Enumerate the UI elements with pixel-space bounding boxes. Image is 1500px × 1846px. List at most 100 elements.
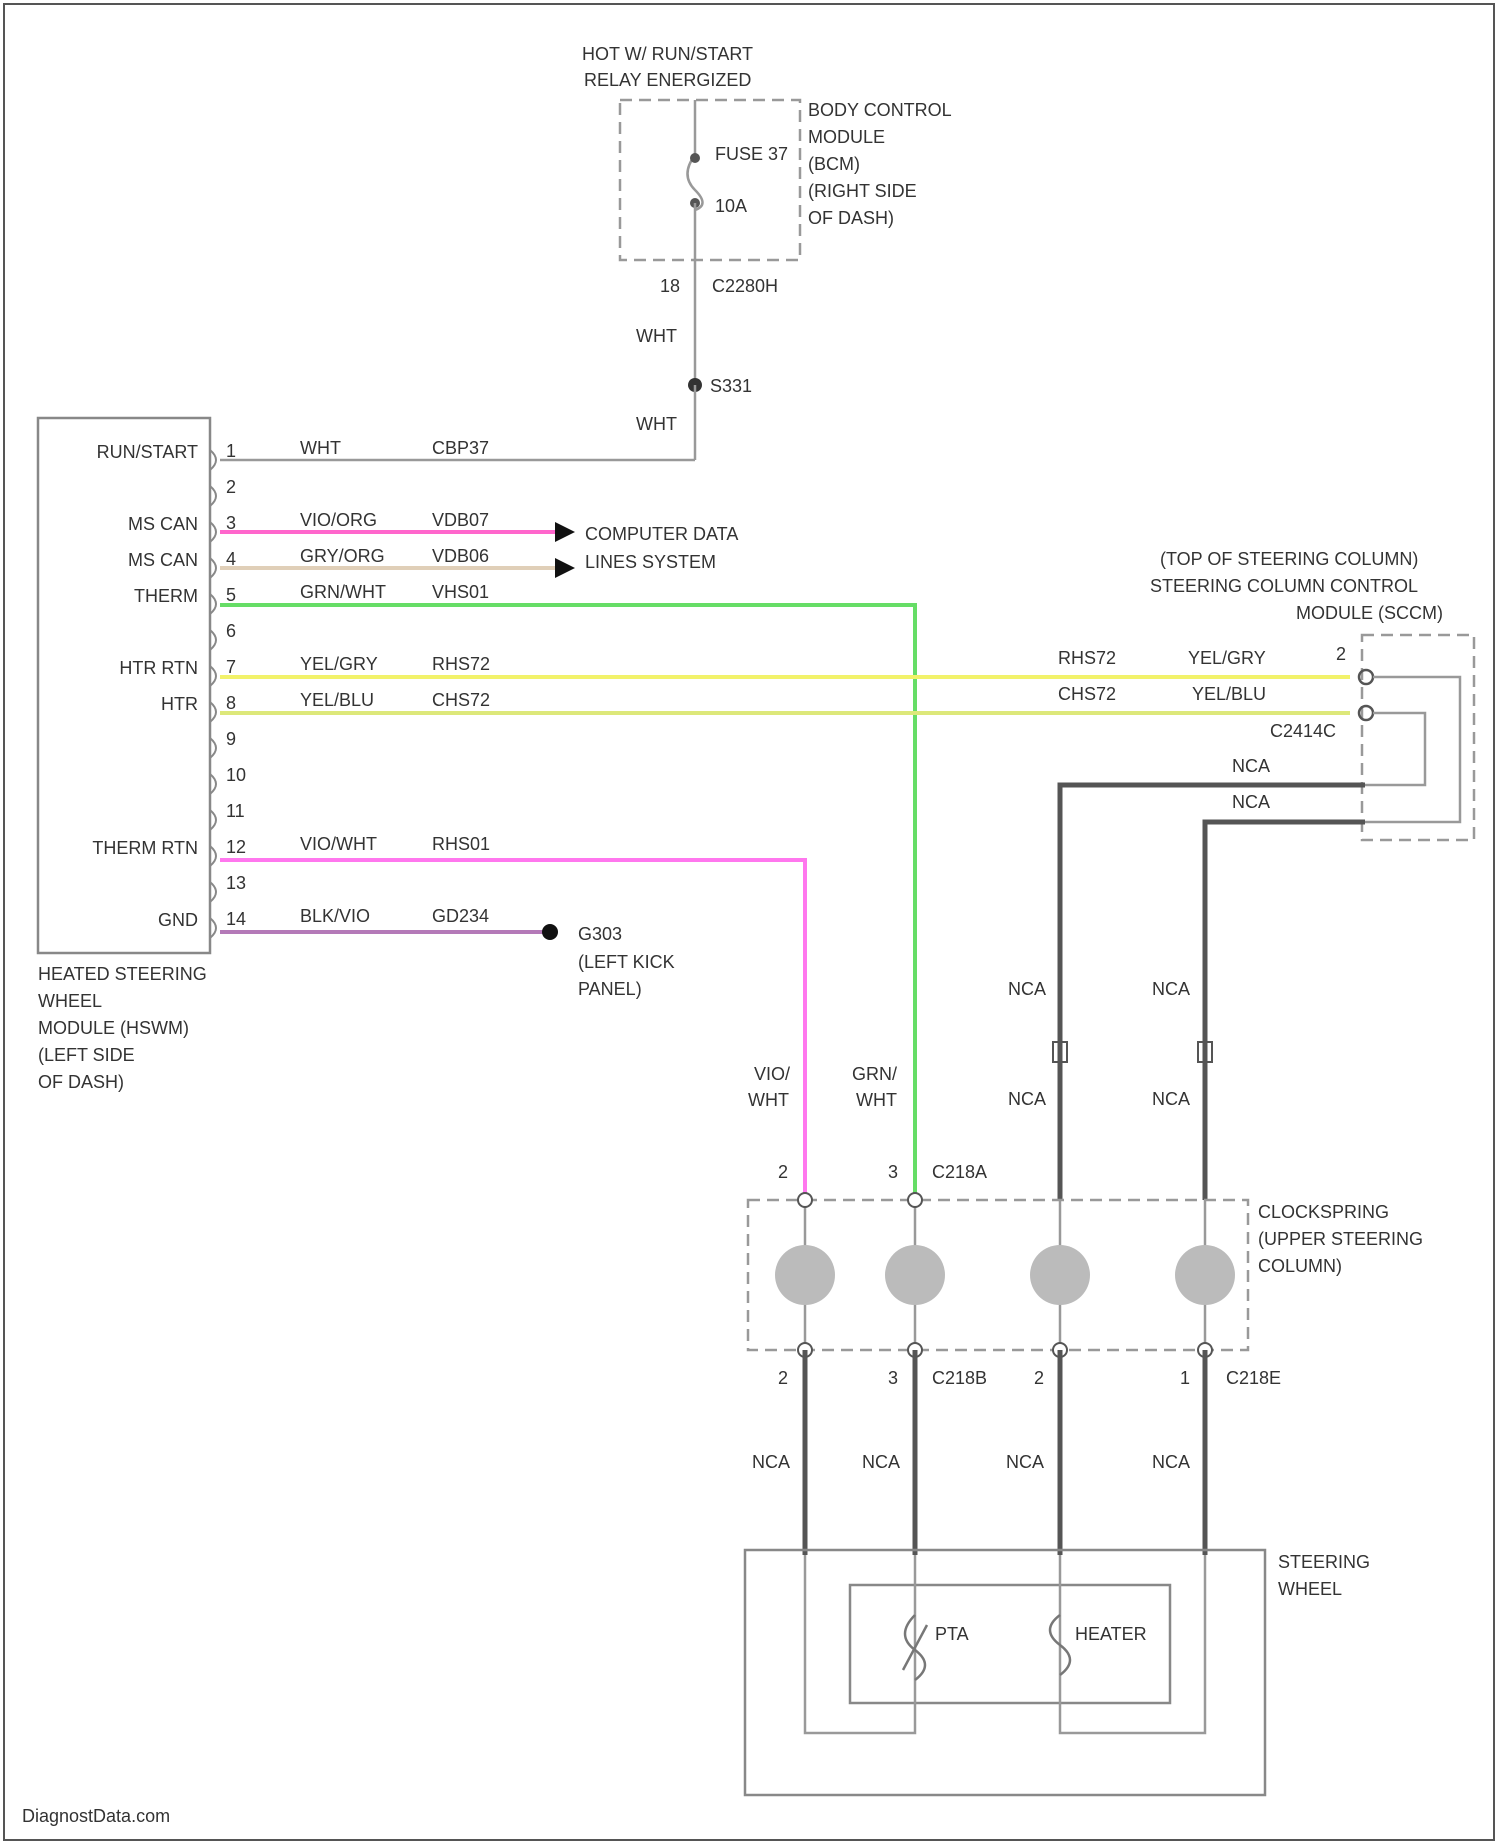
steering-wheel-loop-left xyxy=(805,1555,915,1733)
steering-wheel-loop-right xyxy=(1060,1555,1205,1733)
heater-label: HEATER xyxy=(1075,1624,1147,1644)
sccm-chs-circuit: CHS72 xyxy=(1058,684,1116,704)
hswm-pin-name: THERM RTN xyxy=(92,838,198,858)
ground-location-1: (LEFT KICK xyxy=(578,952,675,972)
ptc-label: PTA xyxy=(935,1624,969,1644)
hswm-pin-number: 2 xyxy=(226,477,236,497)
hswm-wire-circuit: RHS01 xyxy=(432,834,490,854)
hswm-pin-number: 5 xyxy=(226,585,236,605)
clockspring-bottom-pin-1: 2 xyxy=(778,1368,788,1388)
hswm-label-line-2: WHEEL xyxy=(38,991,102,1011)
steering-wheel-label-2: WHEEL xyxy=(1278,1579,1342,1599)
sccm-internal-loop-upper xyxy=(1365,677,1460,822)
bcm-label-line-5: OF DASH) xyxy=(808,208,894,228)
sccm-internal-loop-lower xyxy=(1365,713,1425,785)
feed-wire-color-lower: WHT xyxy=(636,414,677,434)
hswm-wire-circuit: GD234 xyxy=(432,906,489,926)
clockspring-bottom-pin-4: 1 xyxy=(1180,1368,1190,1388)
data-lines-label-2: LINES SYSTEM xyxy=(585,552,716,572)
clockspring-top-connector: C218A xyxy=(932,1162,987,1182)
hswm-pin-number: 8 xyxy=(226,693,236,713)
arrow-icon xyxy=(555,558,575,578)
hswm-pin-number: 1 xyxy=(226,441,236,461)
hswm-module-box xyxy=(38,418,210,953)
hswm-wire-color: VIO/ORG xyxy=(300,510,377,530)
hswm-pin-number: 14 xyxy=(226,909,246,929)
sccm-nca-label-1: NCA xyxy=(1232,756,1270,776)
hswm-wire-color: VIO/WHT xyxy=(300,834,377,854)
feed-wire-color-upper: WHT xyxy=(636,326,677,346)
sccm-pin-upper: 2 xyxy=(1336,644,1346,664)
hswm-pin-name: MS CAN xyxy=(128,514,198,534)
bcm-pin: 18 xyxy=(660,276,680,296)
coil-icon xyxy=(885,1245,945,1305)
data-lines-label-1: COMPUTER DATA xyxy=(585,524,738,544)
steering-wheel-label-1: STEERING xyxy=(1278,1552,1370,1572)
clockspring-top-pin-1: 2 xyxy=(778,1162,788,1182)
arrow-icon xyxy=(555,522,575,542)
clockspring-top-pin-2: 3 xyxy=(888,1162,898,1182)
lower-wire-label-4: NCA xyxy=(1152,1452,1190,1472)
clockspring-label-1: CLOCKSPRING xyxy=(1258,1202,1389,1222)
sccm-chs-color: YEL/BLU xyxy=(1192,684,1266,704)
nca-lower-left: NCA xyxy=(1008,1089,1046,1109)
sccm-dashed-box xyxy=(1362,635,1474,840)
hswm-pin-number: 7 xyxy=(226,657,236,677)
ground-name: G303 xyxy=(578,924,622,944)
bcm-label-line-4: (RIGHT SIDE xyxy=(808,181,917,201)
hswm-label-line-4: (LEFT SIDE xyxy=(38,1045,135,1065)
coil-icon xyxy=(775,1245,835,1305)
bcm-label-line-3: (BCM) xyxy=(808,154,860,174)
clockspring-bottom-pin-2: 3 xyxy=(888,1368,898,1388)
nca-wire-right xyxy=(1205,822,1365,1200)
hswm-wire-color: GRY/ORG xyxy=(300,546,385,566)
sccm-rhs-color: YEL/GRY xyxy=(1188,648,1266,668)
steering-wheel-box xyxy=(745,1550,1265,1795)
hswm-pin-name: RUN/START xyxy=(97,442,198,462)
clockspring-label-2: (UPPER STEERING xyxy=(1258,1229,1423,1249)
hswm-pin-name: MS CAN xyxy=(128,550,198,570)
hswm-wire-color: BLK/VIO xyxy=(300,906,370,926)
sccm-nca-label-2: NCA xyxy=(1232,792,1270,812)
hswm-wire-circuit: CHS72 xyxy=(432,690,490,710)
ground-icon xyxy=(542,924,558,940)
therm-rtn-color-1: VIO/ xyxy=(754,1064,790,1084)
bcm-connector: C2280H xyxy=(712,276,778,296)
hswm-wire-circuit: VHS01 xyxy=(432,582,489,602)
hswm-wire-color: WHT xyxy=(300,438,341,458)
sccm-label-line-2: STEERING COLUMN CONTROL xyxy=(1150,576,1418,596)
therm-color-2: WHT xyxy=(856,1090,897,1110)
hswm-label-line-1: HEATED STEERING xyxy=(38,964,207,984)
hswm-wire-circuit: CBP37 xyxy=(432,438,489,458)
clockspring-bottom-connector-right: C218E xyxy=(1226,1368,1281,1388)
bcm-label-line-1: BODY CONTROL xyxy=(808,100,952,120)
hswm-pin-name: THERM xyxy=(134,586,198,606)
nca-lower-right: NCA xyxy=(1152,1089,1190,1109)
bcm-label-line-2: MODULE xyxy=(808,127,885,147)
terminal-icon xyxy=(798,1193,812,1207)
hswm-wire-color: YEL/GRY xyxy=(300,654,378,674)
hswm-pin-number: 6 xyxy=(226,621,236,641)
nca-upper-left: NCA xyxy=(1008,979,1046,999)
clockspring-label-3: COLUMN) xyxy=(1258,1256,1342,1276)
hswm-wire-circuit: VDB07 xyxy=(432,510,489,530)
clockspring-circuits xyxy=(775,1193,1235,1357)
hswm-pin-number: 9 xyxy=(226,729,236,749)
fuse-rating: 10A xyxy=(715,196,747,216)
hswm-label-line-3: MODULE (HSWM) xyxy=(38,1018,189,1038)
watermark: DiagnostData.com xyxy=(22,1806,170,1826)
hswm-pin-number: 11 xyxy=(226,801,245,821)
hswm-wire-color: GRN/WHT xyxy=(300,582,386,602)
lower-wire-label-1: NCA xyxy=(752,1452,790,1472)
hswm-pin-number: 13 xyxy=(226,873,246,893)
hswm-pin-number: 10 xyxy=(226,765,246,785)
hswm-wire-color: YEL/BLU xyxy=(300,690,374,710)
hswm-label-line-5: OF DASH) xyxy=(38,1072,124,1092)
hswm-pin-name: HTR RTN xyxy=(119,658,198,678)
bcm-dashed-box xyxy=(620,100,800,260)
therm-rtn-color-2: WHT xyxy=(748,1090,789,1110)
hswm-wire-circuit: VDB06 xyxy=(432,546,489,566)
relay-note-line-2: RELAY ENERGIZED xyxy=(584,70,751,90)
